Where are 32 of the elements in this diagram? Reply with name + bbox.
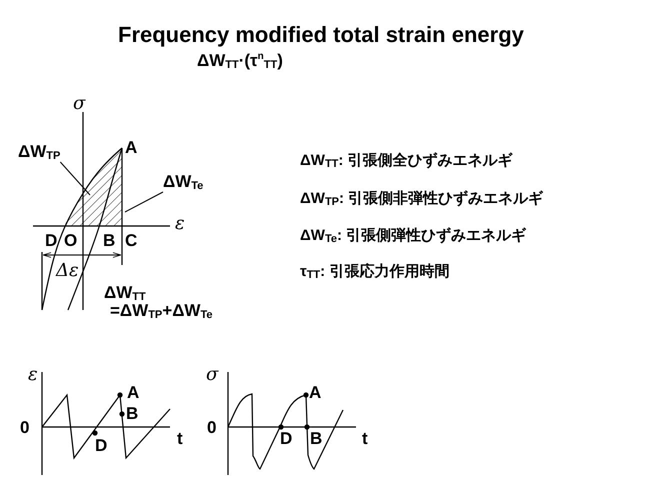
point-label: C [125, 232, 138, 249]
formula: ΔW$_{TT}$·(τ$^{n}$$_{TT}$) [197, 52, 283, 71]
point-label: B [310, 430, 322, 447]
origin-label: 0 [20, 419, 30, 436]
point-label: D [45, 232, 58, 249]
equation-text: ΔW$_{TT}$ [104, 284, 146, 303]
point-label: D [95, 437, 108, 454]
definition-text: ΔW$_{Te}$: 引張側弾性ひずみエネルギ [300, 228, 526, 245]
axis-label: ε [175, 215, 185, 233]
origin-label: 0 [207, 419, 216, 436]
definition-text: ΔW$_{TP}$: 引張側非弾性ひずみエネルギ [300, 191, 544, 208]
point-label: A [127, 384, 140, 401]
leader-line [60, 162, 90, 196]
equation-text: =ΔW$_{TP}$+ΔW$_{Te}$ [110, 302, 212, 321]
point-label: O [64, 232, 78, 249]
axis-label: ε [28, 366, 38, 384]
point-label: A [309, 384, 322, 401]
diagram-title: Frequency modified total strain energy [118, 24, 524, 46]
definition-text: ΔW$_{TT}$: 引張側全ひずみエネルギ [300, 153, 513, 170]
axis-label: t [362, 430, 368, 447]
callout-label: ΔW$_{TP}$ [18, 143, 60, 162]
point-label: A [125, 139, 138, 156]
dimension-label: Δε [56, 262, 79, 280]
point-label: D [280, 430, 292, 447]
definition-text: τ$_{TT}$: 引張応力作用時間 [300, 264, 450, 281]
axis-label: σ [73, 95, 86, 113]
leader-line [124, 192, 164, 212]
callout-label: ΔW$_{Te}$ [163, 173, 204, 192]
point-label: B [126, 405, 138, 422]
point-label: B [103, 232, 116, 249]
axis-label: t [177, 430, 183, 447]
axis-label: σ [206, 366, 218, 384]
